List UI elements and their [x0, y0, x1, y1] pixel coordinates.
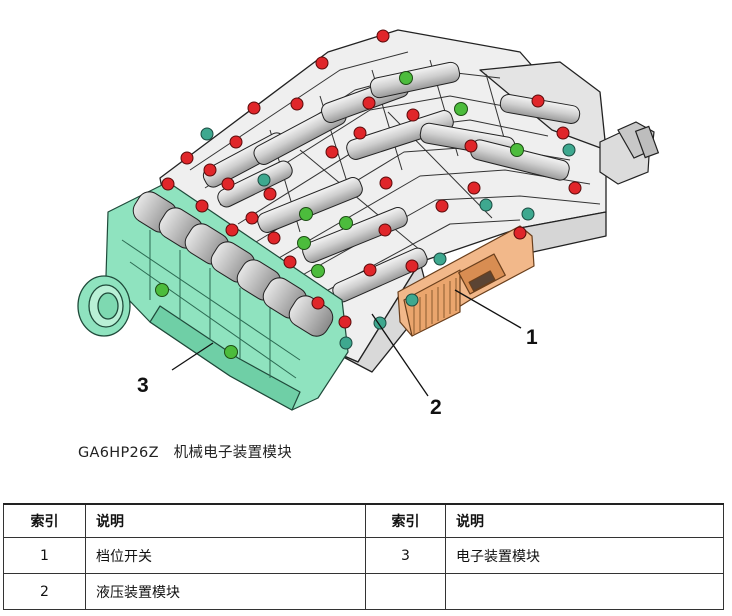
- figure-caption: GA6HP26Z 机械电子装置模块: [78, 445, 293, 461]
- leader-line-3: [171, 342, 214, 371]
- description-cell: 电子装置模块: [445, 537, 724, 574]
- header-description: 说明: [445, 503, 724, 538]
- leader-line-2: [371, 313, 429, 397]
- table-row: 2 液压装置模块: [3, 573, 724, 610]
- header-description: 说明: [85, 503, 366, 538]
- index-cell: 2: [3, 573, 86, 610]
- index-cell: 3: [365, 537, 446, 574]
- teal-plugs: [200, 127, 576, 350]
- description-cell: 档位开关: [85, 537, 366, 574]
- callout-2: 2: [430, 396, 442, 419]
- index-cell: 1: [3, 537, 86, 574]
- legend-header-row: 索引 说明 索引 说明: [3, 503, 724, 538]
- position-switch: [397, 225, 535, 337]
- mechatronic-module-illustration: [77, 29, 660, 411]
- header-index: 索引: [365, 503, 446, 538]
- leader-line-1: [454, 289, 522, 329]
- description-cell: [445, 573, 724, 610]
- connector: [599, 121, 660, 185]
- valve-spools: [202, 61, 581, 303]
- description-cell: 液压装置模块: [85, 573, 366, 610]
- callout-3: 3: [137, 374, 149, 397]
- leader-lines: [171, 289, 522, 397]
- table-row: 1 档位开关 3 电子装置模块: [3, 537, 724, 574]
- legend-table: 索引 说明 索引 说明 1 档位开关 3 电子装置模块 2 液压装置模块: [3, 503, 724, 610]
- index-cell: [365, 573, 446, 610]
- callout-1: 1: [526, 326, 538, 349]
- red-plugs: [161, 29, 582, 329]
- header-index: 索引: [3, 503, 86, 538]
- electronic-module-port: [77, 275, 131, 337]
- green-plugs: [155, 71, 524, 359]
